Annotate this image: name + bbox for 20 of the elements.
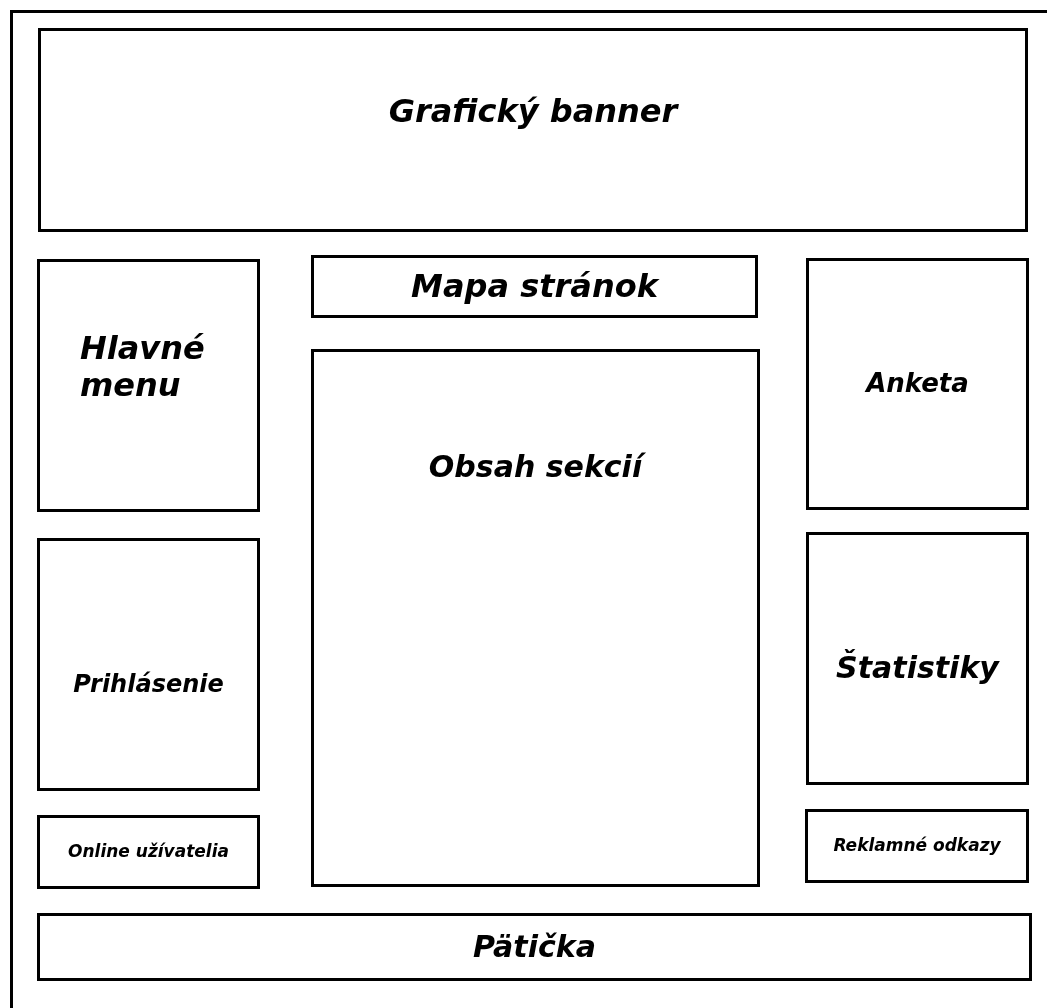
layout-box bbox=[37, 538, 260, 791]
section-label: Mapa stránok bbox=[411, 268, 658, 305]
layout-box bbox=[806, 258, 1029, 510]
section-label: Grafický banner bbox=[388, 93, 678, 130]
section-label: Štatistiky bbox=[836, 651, 999, 686]
section-label: Pätička bbox=[473, 929, 596, 965]
section-label: Online užívatelia bbox=[68, 842, 229, 862]
page-frame bbox=[10, 10, 1047, 1008]
layout-box bbox=[37, 913, 1032, 981]
layout-box bbox=[311, 349, 760, 887]
layout-box bbox=[37, 259, 260, 512]
layout-box bbox=[805, 809, 1029, 883]
layout-box bbox=[38, 28, 1028, 232]
section-label: Hlavné menu bbox=[80, 330, 206, 404]
layout-box bbox=[806, 532, 1029, 785]
section-label: Prihlásenie bbox=[73, 670, 224, 699]
section-label: Reklamné odkazy bbox=[833, 836, 1001, 856]
section-label: Anketa bbox=[866, 369, 969, 399]
layout-box bbox=[37, 815, 260, 889]
layout-box bbox=[311, 255, 758, 318]
